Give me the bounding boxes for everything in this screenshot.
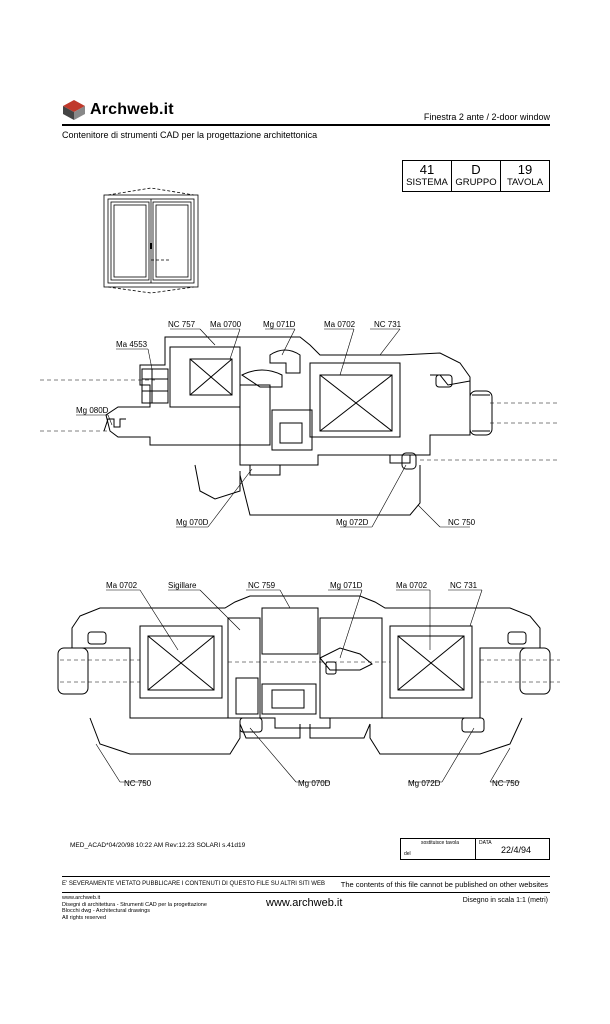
stamp-replaces-label: sostituisce tavola <box>421 840 460 846</box>
gruppo-value: D <box>471 162 481 177</box>
label-mg070d: Mg 070D <box>298 779 331 788</box>
date-stamp: sostituisce tavola del DATA 22/4/94 <box>400 838 550 860</box>
tavola-cell: 19 TAVOLA <box>501 161 549 191</box>
label-mg072d: Mg 072D <box>336 518 369 527</box>
window-elevation <box>103 187 199 294</box>
label-ma0700: Ma 0700 <box>210 320 242 329</box>
footer-credit-line: Blocchi dwg - Architectural drawings <box>62 908 151 914</box>
label-mg071d: Mg 071D <box>330 581 363 590</box>
stamp-date-value: 22/4/94 <box>501 845 532 855</box>
footer-credit-line: www.archweb.it <box>62 895 101 901</box>
stamp-date-label: DATA <box>479 840 492 846</box>
label-ma0702-left: Ma 0702 <box>106 581 138 590</box>
label-mg070d: Mg 070D <box>176 518 209 527</box>
footer-credit-line: Disegni di architettura - Strumenti CAD … <box>62 901 207 908</box>
subtitle: Contenitore di strumenti CAD per la prog… <box>62 130 318 140</box>
footer-credit-line: All rights reserved <box>62 914 107 921</box>
archweb-logo <box>63 100 85 120</box>
footer-warning-en: The contents of this file cannot be publ… <box>340 880 548 889</box>
sistema-value: 41 <box>419 162 435 177</box>
gruppo-label: GRUPPO <box>455 177 497 188</box>
label-ma0702: Ma 0702 <box>324 320 356 329</box>
reference-box: 41 SISTEMA D GRUPPO 19 TAVOLA <box>402 160 550 192</box>
label-ma4553: Ma 4553 <box>116 340 148 349</box>
label-mg080d: Mg 080D <box>76 406 109 415</box>
header-rule <box>62 124 550 126</box>
label-ma0702-right: Ma 0702 <box>396 581 428 590</box>
gruppo-cell: D GRUPPO <box>452 161 500 191</box>
label-mg071d: Mg 071D <box>263 320 296 329</box>
stamp-del-label: del <box>404 851 411 857</box>
label-nc750-right: NC 750 <box>492 779 520 788</box>
cad-metadata: MED_ACAD*04/20/98 10:22 AM Rev:12.23 SOL… <box>70 842 246 849</box>
footer-warning-it: E' SEVERAMENTE VIETATO PUBBLICARE I CONT… <box>62 881 325 887</box>
label-mg072d: Mg 072D <box>408 779 441 788</box>
tavola-label: TAVOLA <box>506 177 544 188</box>
footer-scale: Disegno in scala 1:1 (metri) <box>462 897 548 904</box>
label-nc759: NC 759 <box>248 581 276 590</box>
footer-credits: www.archweb.it Disegni di architettura -… <box>62 895 207 921</box>
section-detail-upper: NC 757 Ma 0700 Mg 071D Ma 0702 NC 731 Ma… <box>40 320 560 528</box>
label-nc750-left: NC 750 <box>124 779 152 788</box>
sistema-label: SISTEMA <box>406 177 448 188</box>
brand-name: Archweb.it <box>90 101 174 118</box>
drawing-title: Finestra 2 ante / 2-door window <box>423 112 550 122</box>
label-nc731: NC 731 <box>374 320 402 329</box>
sistema-cell: 41 SISTEMA <box>403 161 451 191</box>
tavola-value: 19 <box>517 162 533 177</box>
label-nc731: NC 731 <box>450 581 478 590</box>
section-detail-lower: Ma 0702 Sigillare NC 759 Mg 071D Ma 0702… <box>57 581 560 788</box>
label-nc757: NC 757 <box>168 320 196 329</box>
label-sigillare: Sigillare <box>168 581 197 590</box>
footer-website: www.archweb.it <box>266 897 343 909</box>
label-nc750: NC 750 <box>448 518 476 527</box>
